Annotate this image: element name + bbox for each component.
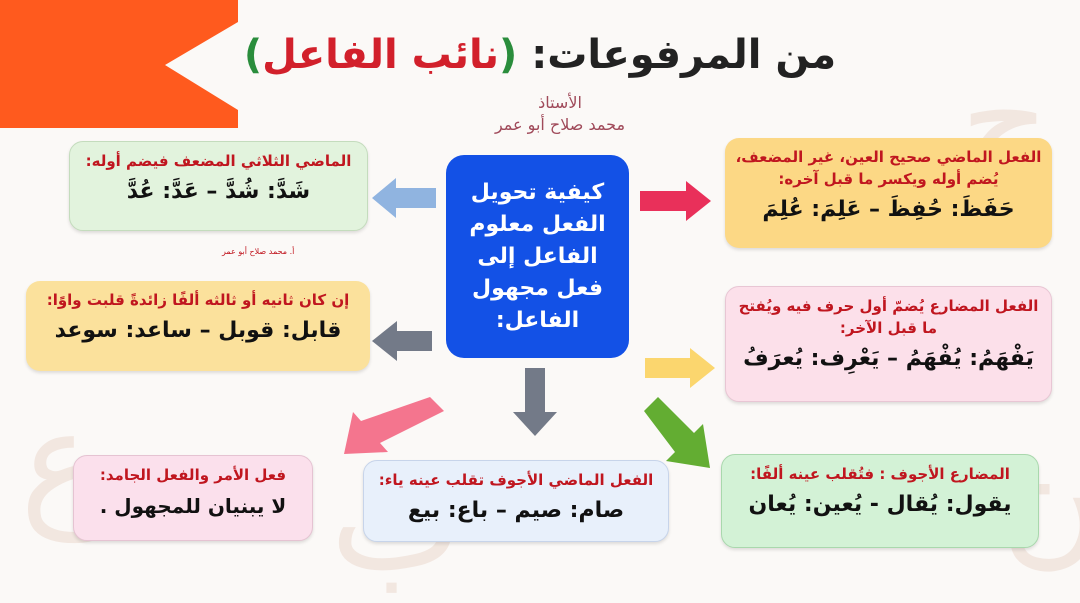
arrow-diag-green <box>644 397 710 468</box>
author-role: الأستاذ <box>538 93 582 112</box>
box-imperative: فعل الأمر والفعل الجامد: لا يبنيان للمجه… <box>73 455 313 541</box>
present-condition: الفعل المضارع يُضمّ أول حرف فيه ويُفتح م… <box>738 297 1039 337</box>
waw-condition: إن كان ثانيه أو ثالثه ألفًا زائدةً قلبت … <box>46 291 350 309</box>
doubled-example: شَدَّ: شُدَّ – عَدَّ: عُدَّ <box>126 179 311 204</box>
center-question-text: كيفية تحويل الفعل معلوم الفاعل إلى فعل م… <box>469 179 606 333</box>
title-prefix: من المرفوعات: <box>531 32 837 78</box>
arrow-down-gray <box>513 368 557 436</box>
orange-banner-shape <box>0 0 238 128</box>
past-hollow-example: صام: صيم – باع: بيع <box>407 498 625 523</box>
author-name: محمد صلاح أبو عمر <box>494 115 626 134</box>
present-hollow-example: يقول: يُقال - يُعين: يُعان <box>748 492 1012 517</box>
box-present: الفعل المضارع يُضمّ أول حرف فيه ويُفتح م… <box>725 286 1052 402</box>
box-past-hollow: الفعل الماضي الأجوف تقلب عينه ياء: صام: … <box>363 460 669 542</box>
present-hollow-condition: المضارع الأجوف : فتُقلب عينه ألفًا: <box>750 465 1010 483</box>
present-example: يَفْهَمُ: يُفْهَمُ – يَعْرِف: يُعرَفُ <box>743 346 1034 371</box>
arrow-right-yellow <box>645 348 715 388</box>
doubled-condition: الماضي الثلاثي المضعف فيضم أوله: <box>85 152 352 170</box>
box-present-hollow: المضارع الأجوف : فتُقلب عينه ألفًا: يقول… <box>721 454 1039 548</box>
title-highlight: نائب الفاعل <box>262 32 500 78</box>
box-waw: إن كان ثانيه أو ثالثه ألفًا زائدةً قلبت … <box>26 281 370 371</box>
page-title: من المرفوعات: (نائب الفاعل) <box>0 32 1080 78</box>
imperative-condition: فعل الأمر والفعل الجامد: <box>99 466 287 484</box>
arrow-diag-pink <box>344 397 444 454</box>
waw-example: قابل: قوبل – ساعد: سوعد <box>54 318 342 343</box>
author-block: الأستاذ محمد صلاح أبو عمر <box>460 92 660 136</box>
title-paren-close: ) <box>243 32 263 78</box>
box-past-sound: الفعل الماضي صحيح العين، غير المضعف، يُض… <box>725 138 1052 248</box>
past-hollow-condition: الفعل الماضي الأجوف تقلب عينه ياء: <box>378 471 654 489</box>
title-paren-open: ( <box>499 32 518 78</box>
box-doubled: الماضي الثلاثي المضعف فيضم أوله: شَدَّ: … <box>69 141 368 231</box>
arrow-left-blue <box>372 178 436 218</box>
center-question-box: كيفية تحويل الفعل معلوم الفاعل إلى فعل م… <box>446 155 629 358</box>
past-sound-example: حَفَظَ: حُفِظَ – عَلِمَ: عُلِمَ <box>762 197 1015 222</box>
imperative-example: لا يبنيان للمجهول . <box>99 494 287 518</box>
arrow-left-gray <box>372 321 432 361</box>
arrow-right-red <box>640 181 711 221</box>
past-sound-condition: الفعل الماضي صحيح العين، غير المضعف، يُض… <box>735 148 1042 188</box>
author-signature: أ. محمد صلاح أبو عمر <box>222 247 295 256</box>
